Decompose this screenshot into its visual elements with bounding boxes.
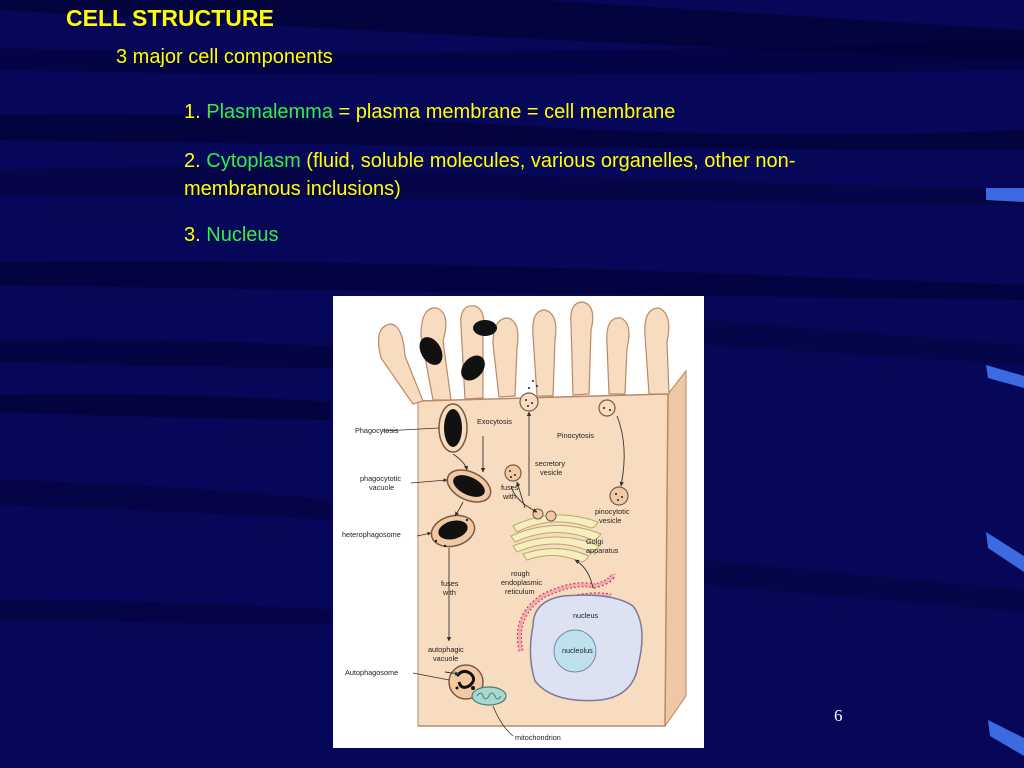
arrow bbox=[574, 559, 594, 589]
label-rer-3: reticulum bbox=[505, 587, 535, 596]
cell-diagram: Phagocytosis Exocytosis Pinocytosis secr… bbox=[342, 301, 687, 742]
cell-diagram-figure: Phagocytosis Exocytosis Pinocytosis secr… bbox=[333, 296, 704, 748]
arrow bbox=[454, 501, 464, 517]
label-pinocytotic-1: pinocytotic bbox=[595, 507, 630, 516]
label-phagocytotic-1: phagocytotic bbox=[360, 474, 401, 483]
pinocytosis-pit bbox=[598, 399, 616, 417]
label-nucleus: nucleus bbox=[573, 611, 599, 620]
label-secretory-2: vesicle bbox=[540, 468, 562, 477]
label-golgi-1: Golgi bbox=[586, 537, 603, 546]
label-rer-1: rough bbox=[511, 569, 530, 578]
label-autophagic-2: vacuole bbox=[433, 654, 458, 663]
item-number: 1. bbox=[184, 101, 207, 123]
arrow bbox=[444, 671, 460, 676]
item-description: = plasma membrane = cell membrane bbox=[332, 101, 676, 123]
item-description: (fluid, soluble molecules, various organ… bbox=[300, 150, 796, 172]
arrow bbox=[452, 453, 469, 471]
term-nucleus: Nucleus bbox=[206, 224, 279, 246]
label-fuses-with-1b: with bbox=[502, 492, 516, 501]
item-number: 2. bbox=[184, 150, 207, 172]
label-autophagosome: Autophagosome bbox=[345, 668, 398, 677]
label-nucleolus: nucleolus bbox=[562, 646, 593, 655]
secretory-vesicle bbox=[504, 464, 522, 482]
label-fuses-with-1a: fuses bbox=[501, 483, 519, 492]
list-item-nucleus: 3. Nucleus bbox=[184, 224, 279, 247]
page-number: 6 bbox=[834, 706, 843, 725]
pinocytotic-vesicle bbox=[609, 486, 629, 506]
label-rer-2: endoplasmic bbox=[501, 578, 542, 587]
term-cytoplasm: Cytoplasm bbox=[206, 150, 301, 172]
label-fuses-with-2a: fuses bbox=[441, 579, 459, 588]
slide-subtitle: 3 major cell components bbox=[116, 46, 333, 68]
list-item-cytoplasm-continuation: membranous inclusions) bbox=[184, 178, 401, 200]
label-phagocytotic-2: vacuole bbox=[369, 483, 394, 492]
label-fuses-with-2b: with bbox=[442, 588, 456, 597]
arrow bbox=[616, 415, 625, 487]
bacterium bbox=[473, 320, 497, 336]
label-exocytosis: Exocytosis bbox=[477, 417, 512, 426]
label-pinocytosis: Pinocytosis bbox=[557, 431, 594, 440]
label-pinocytotic-2: vesicle bbox=[599, 516, 621, 525]
bacterium bbox=[461, 355, 485, 381]
label-golgi-2: apparatus bbox=[586, 546, 619, 555]
item-number: 3. bbox=[184, 224, 207, 246]
label-autophagic-1: autophagic bbox=[428, 645, 464, 654]
bacterium bbox=[419, 337, 443, 365]
label-heterophagosome: heterophagosome bbox=[342, 530, 401, 539]
arrow bbox=[510, 485, 538, 513]
exocytosis-vesicle bbox=[519, 392, 539, 412]
label-phagocytosis: Phagocytosis bbox=[355, 426, 399, 435]
term-plasmalemma: Plasmalemma bbox=[206, 101, 333, 123]
label-mitochondrion: mitochondrion bbox=[515, 733, 561, 742]
list-item-plasmalemma: 1. Plasmalemma = plasma membrane = cell … bbox=[184, 101, 675, 124]
nucleolus bbox=[553, 629, 597, 673]
slide-title: CELL STRUCTURE bbox=[66, 5, 274, 31]
list-item-cytoplasm: 2. Cytoplasm (fluid, soluble molecules, … bbox=[184, 150, 795, 173]
label-secretory-1: secretory bbox=[535, 459, 565, 468]
